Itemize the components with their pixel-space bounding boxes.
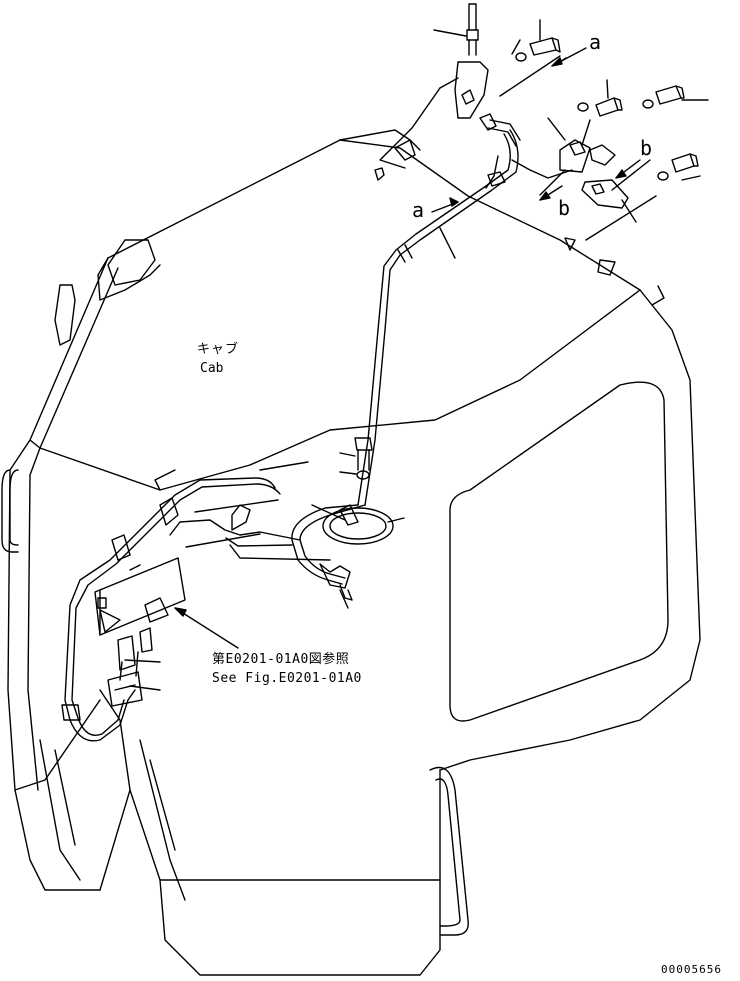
drawing-number: 00005656 bbox=[661, 963, 722, 976]
middle-clamp bbox=[311, 437, 405, 545]
roof-harness bbox=[357, 129, 519, 506]
callout-b-right: b bbox=[640, 136, 653, 160]
callout-a-top: a bbox=[589, 30, 602, 54]
figure-reference-english: See Fig.E0201-01A0 bbox=[212, 671, 362, 686]
callout-b-lower: b bbox=[558, 196, 571, 220]
front-harness bbox=[61, 461, 366, 742]
cab-label-japanese: キャブ bbox=[197, 342, 240, 357]
cab-label-english: Cab bbox=[200, 361, 224, 376]
figure-reference-japanese: 第E0201-01A0図参照 bbox=[212, 652, 350, 667]
cab-outline bbox=[1, 129, 701, 976]
callout-a-left: a bbox=[412, 198, 425, 222]
antenna-assembly bbox=[379, 3, 567, 169]
callout-arrows bbox=[431, 47, 641, 213]
bracket-assembly-right bbox=[511, 79, 709, 241]
reference-arrow bbox=[174, 607, 239, 649]
